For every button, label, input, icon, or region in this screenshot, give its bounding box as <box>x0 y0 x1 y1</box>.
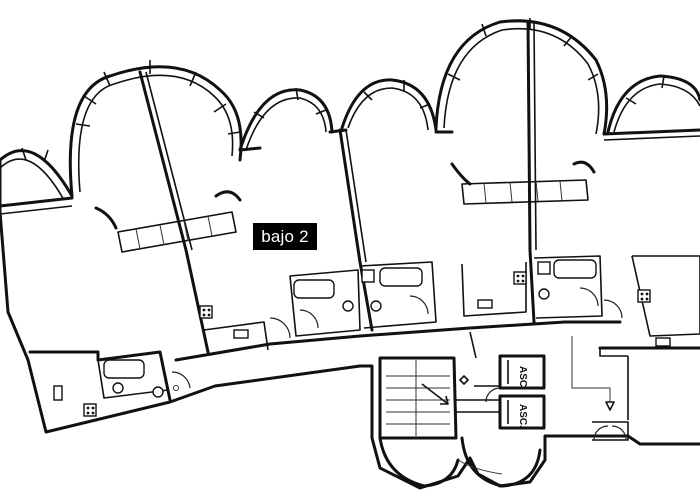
party-walls <box>138 20 537 354</box>
corridor-wall <box>174 320 700 362</box>
unit-four <box>533 255 700 347</box>
outer-wall <box>0 158 700 490</box>
unit-two <box>199 269 361 351</box>
circulation-core: ASC. ASC. <box>378 331 629 488</box>
rear-wall <box>0 128 700 215</box>
balcony-ledges <box>94 160 596 253</box>
markers <box>173 385 179 391</box>
elevator-label: ASC. <box>517 366 528 390</box>
unit-left <box>28 350 191 417</box>
elevator-label: ASC. <box>517 404 528 428</box>
floor-label: bajo 2 <box>253 223 317 250</box>
bay-windows <box>0 18 700 201</box>
unit-three <box>359 261 527 329</box>
